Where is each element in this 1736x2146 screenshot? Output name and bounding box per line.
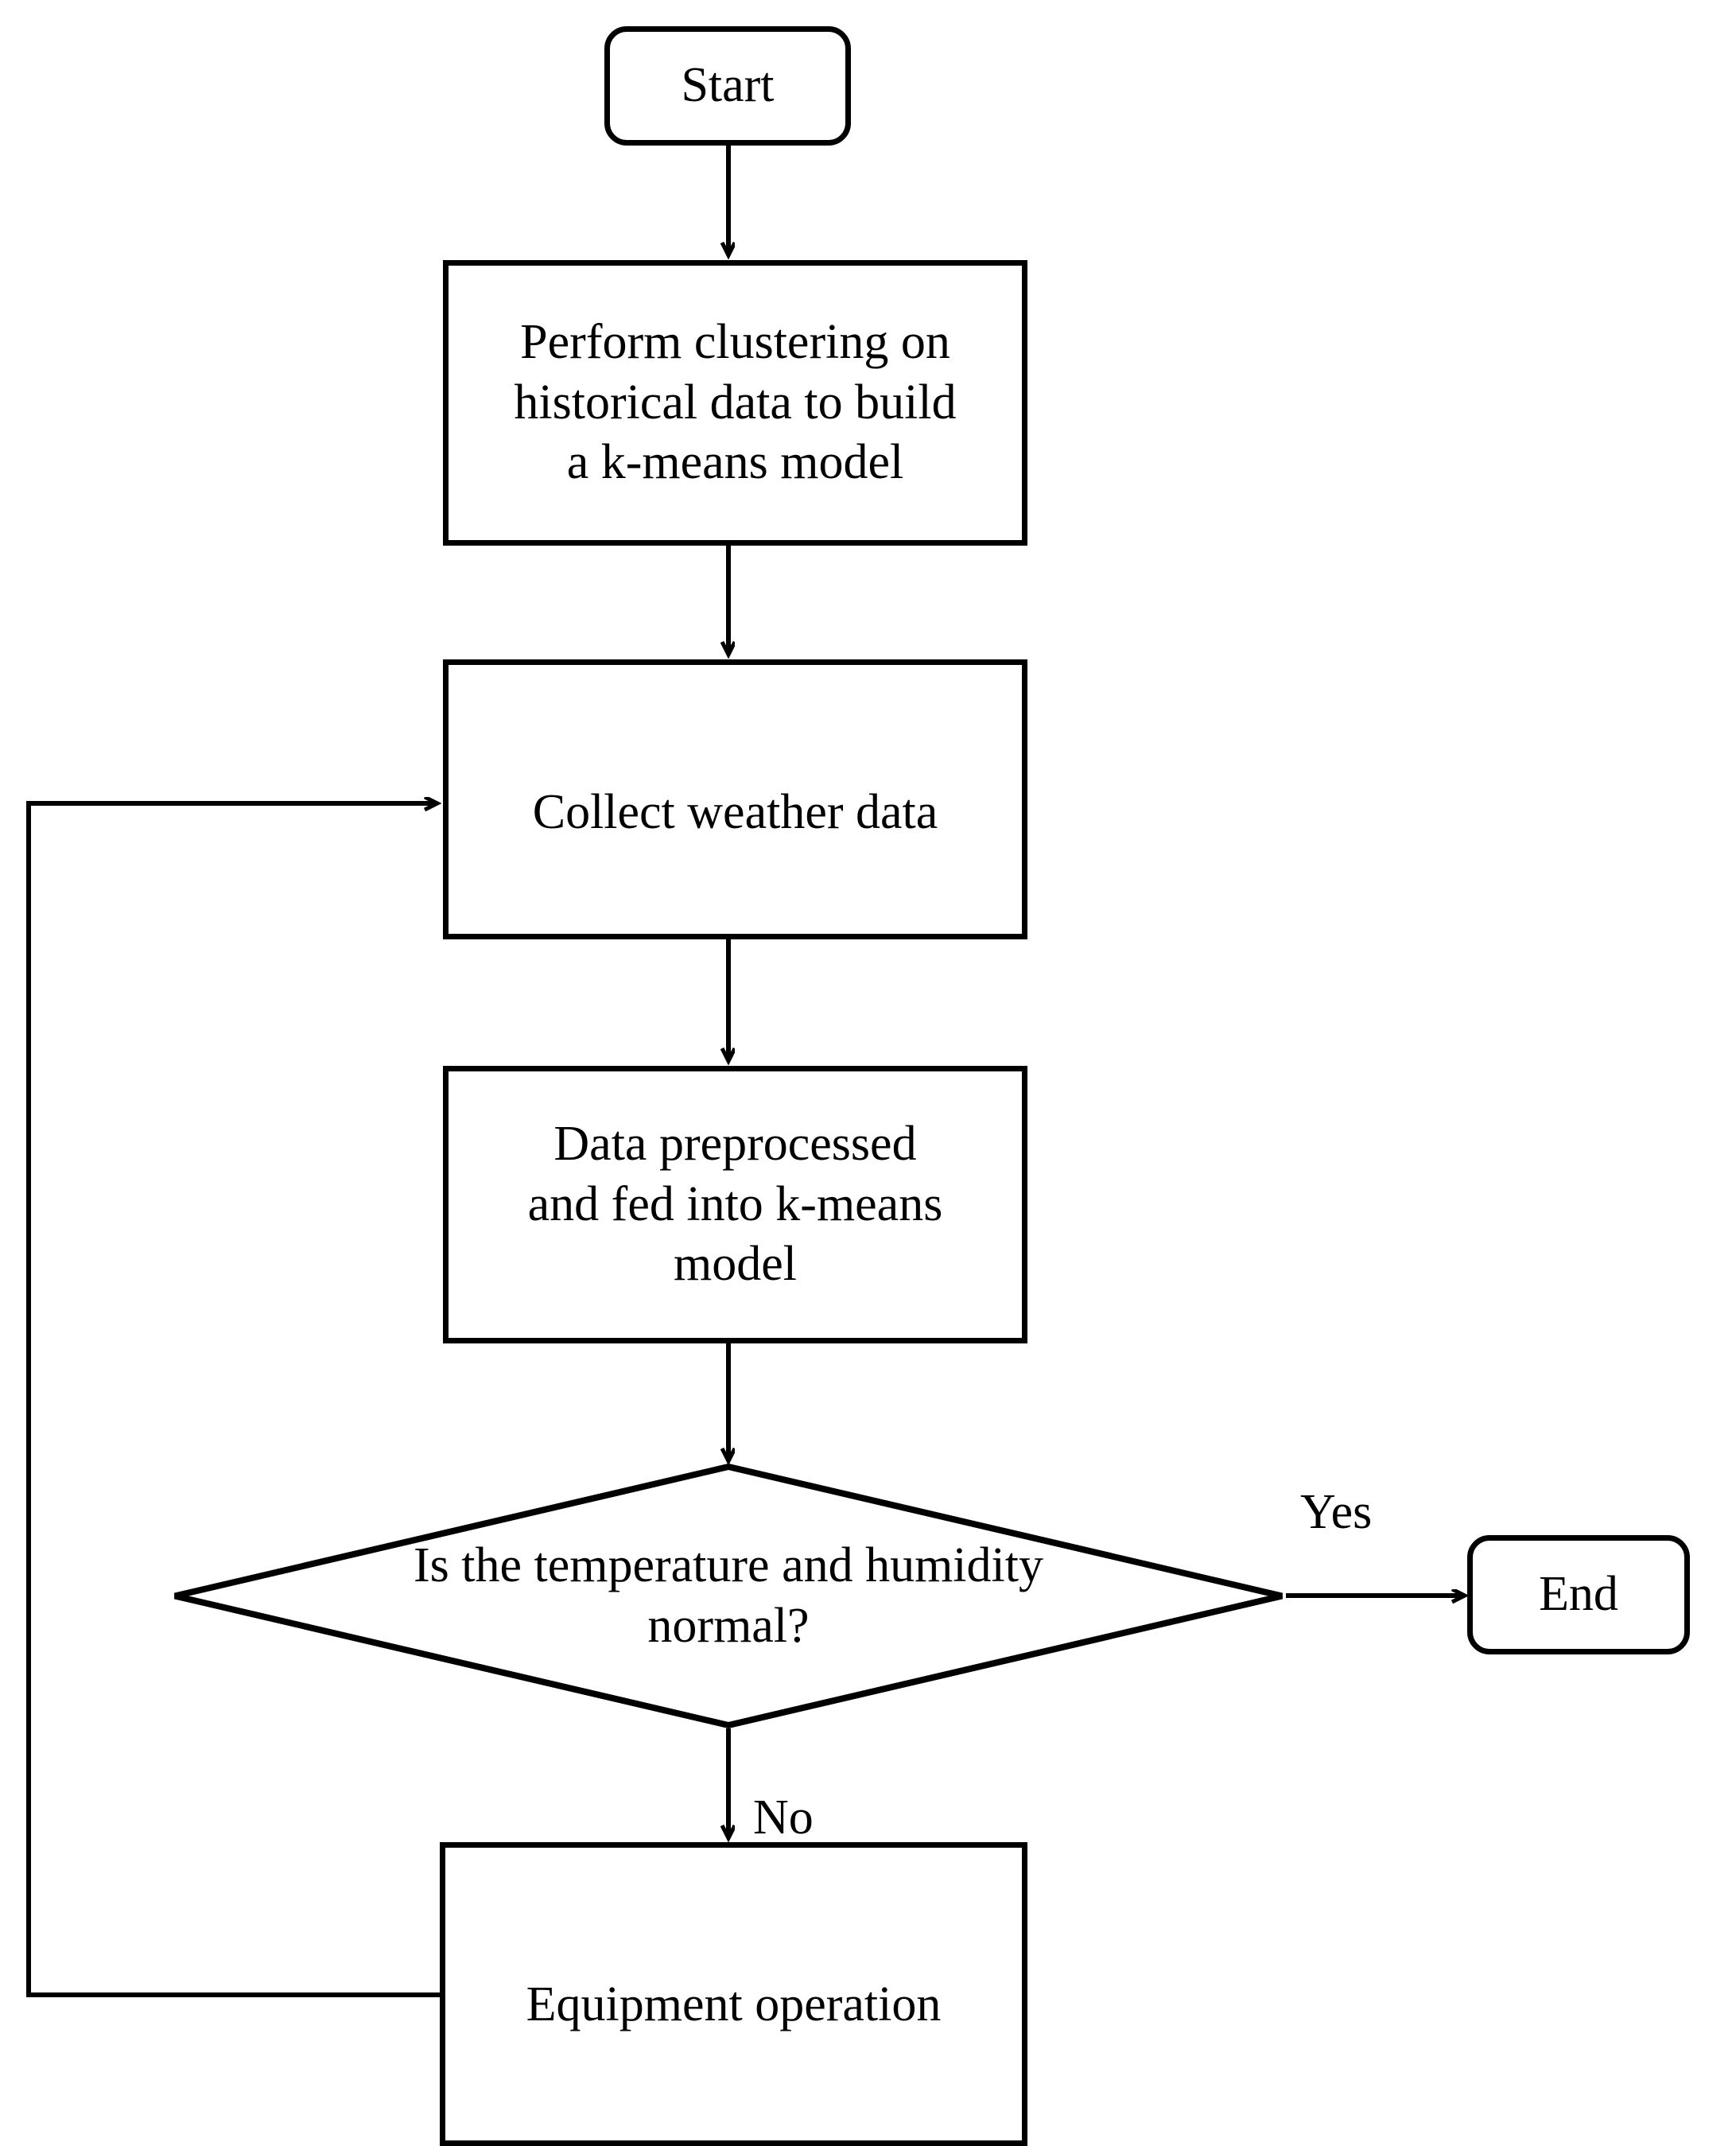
node-end-label: End [1539, 1567, 1618, 1622]
node-equipment-operation[interactable]: Equipment operation [440, 1842, 1027, 2146]
node-data-preprocessed[interactable]: Data preprocessed and fed into k-means m… [443, 1066, 1027, 1343]
edge-equipment-feedback-to-collect [26, 803, 440, 1997]
node-collect-weather-data[interactable]: Collect weather data [443, 659, 1027, 939]
node-decision-label: Is the temperature and humidity normal? [414, 1538, 1043, 1653]
node-end[interactable]: End [1467, 1535, 1690, 1654]
node-start[interactable]: Start [604, 26, 851, 146]
node-decision-temperature-humidity[interactable]: Is the temperature and humidity normal? [172, 1464, 1285, 1728]
node-equipment-operation-label: Equipment operation [526, 1977, 942, 2031]
node-start-label: Start [681, 58, 775, 113]
node-perform-clustering[interactable]: Perform clustering on historical data to… [443, 260, 1027, 546]
node-data-preprocessed-label: Data preprocessed and fed into k-means m… [527, 1117, 943, 1292]
edge-label-yes: Yes [1300, 1485, 1373, 1539]
node-perform-clustering-label: Perform clustering on historical data to… [514, 315, 957, 490]
edge-label-no: No [753, 1790, 814, 1845]
node-collect-weather-data-label: Collect weather data [532, 785, 938, 839]
